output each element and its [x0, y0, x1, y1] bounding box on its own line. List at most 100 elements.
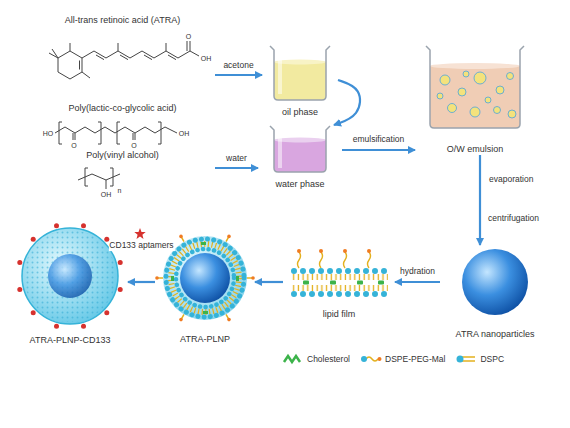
aptamer-dots — [54, 324, 59, 329]
lipid-film-drawing — [292, 285, 388, 291]
plnp-cd133-sphere — [17, 223, 122, 328]
aptamer-star — [134, 228, 145, 239]
plnp-sphere — [176, 249, 234, 307]
step-label: hydration — [399, 267, 436, 277]
lipid-film: lipid film — [283, 240, 395, 320]
legend-text: DSPE-PEG-Mal — [385, 354, 445, 364]
peg-chains — [298, 252, 301, 268]
pva-structure — [78, 168, 120, 189]
step-label: emulsification — [352, 135, 406, 145]
beaker: oil phase — [262, 44, 338, 118]
oil-phase-beaker — [278, 54, 282, 94]
compound-structure: All-trans retinoic acid (ATRA) — [30, 15, 215, 100]
aptamer-dots — [54, 223, 59, 228]
oil-droplets — [458, 88, 466, 96]
maleimide-ends — [319, 249, 323, 253]
water-phase-beaker — [270, 126, 330, 172]
peg-lipid-symbol — [361, 356, 367, 362]
aptamer-dots — [17, 287, 22, 292]
oil-droplets — [508, 110, 516, 118]
plga-structure — [55, 127, 177, 133]
lipid-film-drawing — [294, 268, 388, 274]
legend-symbol — [282, 352, 304, 366]
oil-droplets — [507, 73, 514, 80]
oil-droplets — [470, 107, 480, 117]
maleimide-ends — [227, 235, 231, 239]
cholesterol-bits — [303, 281, 309, 285]
oil-droplets — [440, 75, 450, 85]
oil-phase-beaker — [270, 46, 330, 100]
flow-arrow — [479, 155, 481, 245]
pva-structure — [85, 168, 113, 186]
lipid-film-drawing — [294, 291, 388, 297]
step-label: acetone — [222, 61, 254, 71]
film-name: lipid film — [323, 309, 356, 320]
flow-arrow — [215, 74, 262, 76]
legend-item: DSPE-PEG-Mal — [360, 352, 445, 366]
legend-text: DSPC — [480, 354, 504, 364]
legend-symbol — [284, 356, 300, 362]
emulsion-beaker — [426, 46, 524, 128]
cholesterol-bits — [357, 281, 363, 285]
beaker: O/W emulsion — [415, 42, 535, 155]
aptamer-star — [134, 228, 145, 239]
oil-droplets — [437, 93, 443, 99]
legend-text: Cholesterol — [307, 354, 350, 364]
peg-chains — [368, 252, 371, 268]
maleimide-ends — [179, 235, 183, 239]
nanoparticle-sphere — [462, 249, 528, 315]
plnp-cd133-sphere — [24, 230, 116, 322]
cholesterol-symbol — [284, 356, 300, 362]
plnp-sphere — [166, 239, 244, 317]
maleimide-ends — [155, 276, 159, 280]
flow-arrow — [395, 281, 440, 283]
plnp-sphere — [180, 253, 230, 303]
oil-droplets — [474, 72, 486, 84]
maleimide-ends — [251, 276, 255, 280]
compound-name: Poly(lactic-co-glycolic acid) — [68, 103, 176, 114]
compound-structure: Poly(lactic-co-glycolic acid) — [30, 103, 215, 148]
atom-label: OH — [201, 55, 212, 62]
flow-arrow — [128, 281, 155, 283]
water-phase-beaker — [270, 126, 330, 172]
phase-name: O/W emulsion — [447, 144, 504, 155]
oil-droplets — [448, 104, 457, 113]
pva-structure — [78, 174, 120, 180]
legend-symbol — [455, 352, 477, 366]
plnp-sphere — [171, 244, 239, 312]
step-label: water — [225, 154, 248, 164]
atra-structure — [49, 43, 90, 78]
flow-arrow — [342, 149, 415, 151]
maleimide-ends — [227, 318, 231, 322]
aptamer-dots — [81, 324, 86, 329]
cholesterol-bits — [203, 311, 208, 314]
legend-item: DSPC — [455, 352, 504, 366]
nanoparticle-sphere — [462, 249, 528, 315]
aptamer-dots — [81, 223, 86, 228]
plga-structure — [73, 133, 135, 140]
cholesterol-bits — [330, 281, 336, 285]
phase-name: oil phase — [282, 107, 318, 118]
lipid-film-drawing — [292, 274, 388, 280]
repeat-index: n — [118, 187, 122, 194]
atom-label: O — [131, 141, 136, 148]
aptamer-dots — [31, 237, 36, 242]
atra-structure — [58, 51, 82, 79]
aptamer-dots — [31, 310, 36, 315]
atom-label: O — [186, 33, 191, 40]
aptamer-dots — [104, 310, 109, 315]
compound-structure: Poly(vinyl alcohol) — [30, 150, 215, 205]
emulsion-beaker — [430, 66, 520, 128]
step-label: evaporation — [488, 175, 534, 185]
legend-symbol — [457, 356, 476, 363]
phase-name: water phase — [275, 179, 324, 190]
flow-arrow — [215, 167, 258, 169]
flow-arrow — [255, 281, 283, 283]
atra-structure — [79, 61, 80, 70]
atom-label: OH — [179, 130, 190, 137]
phospholipid-symbol — [457, 356, 464, 363]
atra-structure — [49, 41, 199, 79]
peg-chains — [344, 252, 347, 268]
